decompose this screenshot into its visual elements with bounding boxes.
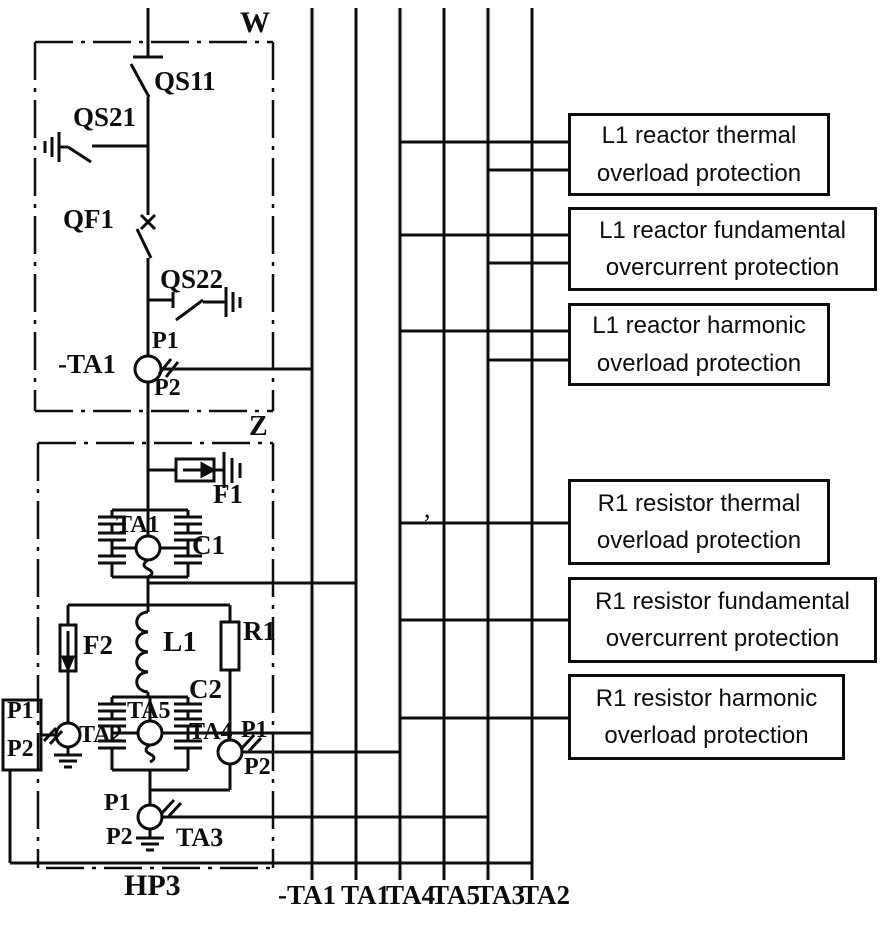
ct-polarity-hatch-icon bbox=[160, 798, 183, 818]
p2-label: P2 bbox=[7, 736, 34, 762]
ct-polarity-hatch-icon bbox=[42, 726, 64, 746]
protection-box-l1-fundamental: L1 reactor fundamental overcurrent prote… bbox=[568, 207, 877, 291]
ta2-terminal-box bbox=[1, 698, 43, 863]
z-cell-label: Z bbox=[249, 411, 268, 442]
f1-earth-icon bbox=[222, 452, 242, 488]
ct-bus-lines bbox=[10, 8, 534, 880]
w-cell-label: W bbox=[240, 6, 270, 39]
ta1-neg-label: -TA1 bbox=[58, 349, 116, 379]
r1-resistor bbox=[219, 605, 241, 740]
ta2-ct bbox=[42, 721, 82, 769]
bus-label-ta3: TA3 bbox=[476, 880, 526, 910]
w-cell-boundary bbox=[33, 40, 275, 413]
l1-reactor-coil bbox=[135, 605, 150, 697]
arrow-icon bbox=[200, 461, 217, 479]
protection-box-label: R1 resistor thermal overload protection bbox=[596, 489, 802, 554]
ta3-ct bbox=[136, 798, 488, 852]
ta4-ct bbox=[150, 733, 400, 792]
protection-box-label: R1 resistor harmonic overload protection bbox=[595, 684, 818, 749]
bus-label-ta1: TA1 bbox=[341, 880, 391, 910]
l1-label: L1 bbox=[163, 626, 197, 658]
c1-label: C1 bbox=[192, 530, 225, 560]
p1-label: P1 bbox=[241, 717, 268, 743]
f1-arrester bbox=[148, 452, 242, 488]
protection-box-label: R1 resistor fundamental overcurrent prot… bbox=[595, 587, 850, 652]
p1-label: P1 bbox=[152, 328, 179, 354]
protection-box-r1-harmonic: R1 resistor harmonic overload protection bbox=[568, 674, 845, 760]
protection-box-l1-harmonic: L1 reactor harmonic overload protection bbox=[568, 303, 830, 386]
bus-label-ta5: TA5 bbox=[431, 880, 481, 910]
bus-label-ta1-neg: -TA1 bbox=[278, 880, 336, 910]
qs21-earth-icon bbox=[43, 132, 61, 162]
f2-label: F2 bbox=[83, 630, 113, 660]
c1-capacitor-bank bbox=[98, 508, 356, 605]
ta5-label: TA5 bbox=[127, 698, 171, 724]
p1-label: P1 bbox=[104, 790, 131, 816]
f1-label: F1 bbox=[213, 479, 243, 509]
ta1-neg-ct bbox=[133, 354, 312, 384]
ta5-ct bbox=[136, 719, 164, 747]
z-cell-boundary bbox=[36, 441, 275, 870]
protection-box-r1-thermal: R1 resistor thermal overload protection bbox=[568, 479, 830, 565]
qs22-label: QS22 bbox=[160, 264, 224, 294]
coil-icon bbox=[135, 610, 149, 694]
flexible-link-icon bbox=[144, 743, 156, 764]
ct-polarity-hatch-icon bbox=[157, 358, 180, 378]
bus-label-ta4: TA4 bbox=[386, 880, 436, 910]
qf1-breaker bbox=[135, 213, 157, 259]
bus-to-box-links bbox=[400, 140, 568, 720]
flexible-link-icon bbox=[142, 558, 154, 579]
arrow-down-icon bbox=[60, 655, 76, 673]
qs11-label: QS11 bbox=[154, 66, 216, 96]
ct-polarity-hatch-icon bbox=[240, 733, 263, 753]
qs22-earth-icon bbox=[224, 287, 242, 317]
protection-box-r1-fundamental: R1 resistor fundamental overcurrent prot… bbox=[568, 577, 877, 663]
bus-label-ta2: TA2 bbox=[521, 880, 571, 910]
stray-mark: , bbox=[424, 494, 431, 523]
qf1-label: QF1 bbox=[63, 204, 114, 234]
ta4-label: TA4 bbox=[189, 719, 233, 745]
protection-box-l1-thermal: L1 reactor thermal overload protection bbox=[568, 113, 830, 196]
ta2-label: TA2 bbox=[79, 722, 123, 748]
p2-label: P2 bbox=[154, 375, 181, 401]
ta1-label: TA1 bbox=[116, 512, 160, 538]
ta2-earth-icon bbox=[54, 753, 82, 769]
ta1-ct bbox=[134, 534, 162, 562]
resistor-icon bbox=[219, 620, 241, 672]
p1-label: P1 bbox=[7, 698, 34, 724]
qs11-disconnector-blade bbox=[129, 63, 151, 98]
hp3-cell-label: HP3 bbox=[124, 869, 181, 902]
qs21-earth-switch bbox=[43, 132, 148, 164]
main-feeder-line bbox=[129, 8, 163, 510]
p2-label: P2 bbox=[106, 824, 133, 850]
protection-box-label: L1 reactor fundamental overcurrent prote… bbox=[599, 216, 846, 281]
protection-box-label: L1 reactor harmonic overload protection bbox=[592, 312, 806, 377]
ta3-label: TA3 bbox=[176, 823, 224, 852]
breaker-x-icon bbox=[139, 213, 157, 231]
c2-capacitor-bank bbox=[98, 695, 312, 805]
protection-box-label: L1 reactor thermal overload protection bbox=[596, 122, 802, 187]
c2-label: C2 bbox=[189, 674, 222, 704]
ta3-earth-icon bbox=[136, 836, 164, 852]
f2-arrester bbox=[58, 605, 78, 723]
r1-label: R1 bbox=[243, 616, 276, 646]
qs22-earth-switch bbox=[148, 287, 242, 322]
p2-label: P2 bbox=[244, 754, 271, 780]
qs21-label: QS21 bbox=[73, 102, 137, 132]
